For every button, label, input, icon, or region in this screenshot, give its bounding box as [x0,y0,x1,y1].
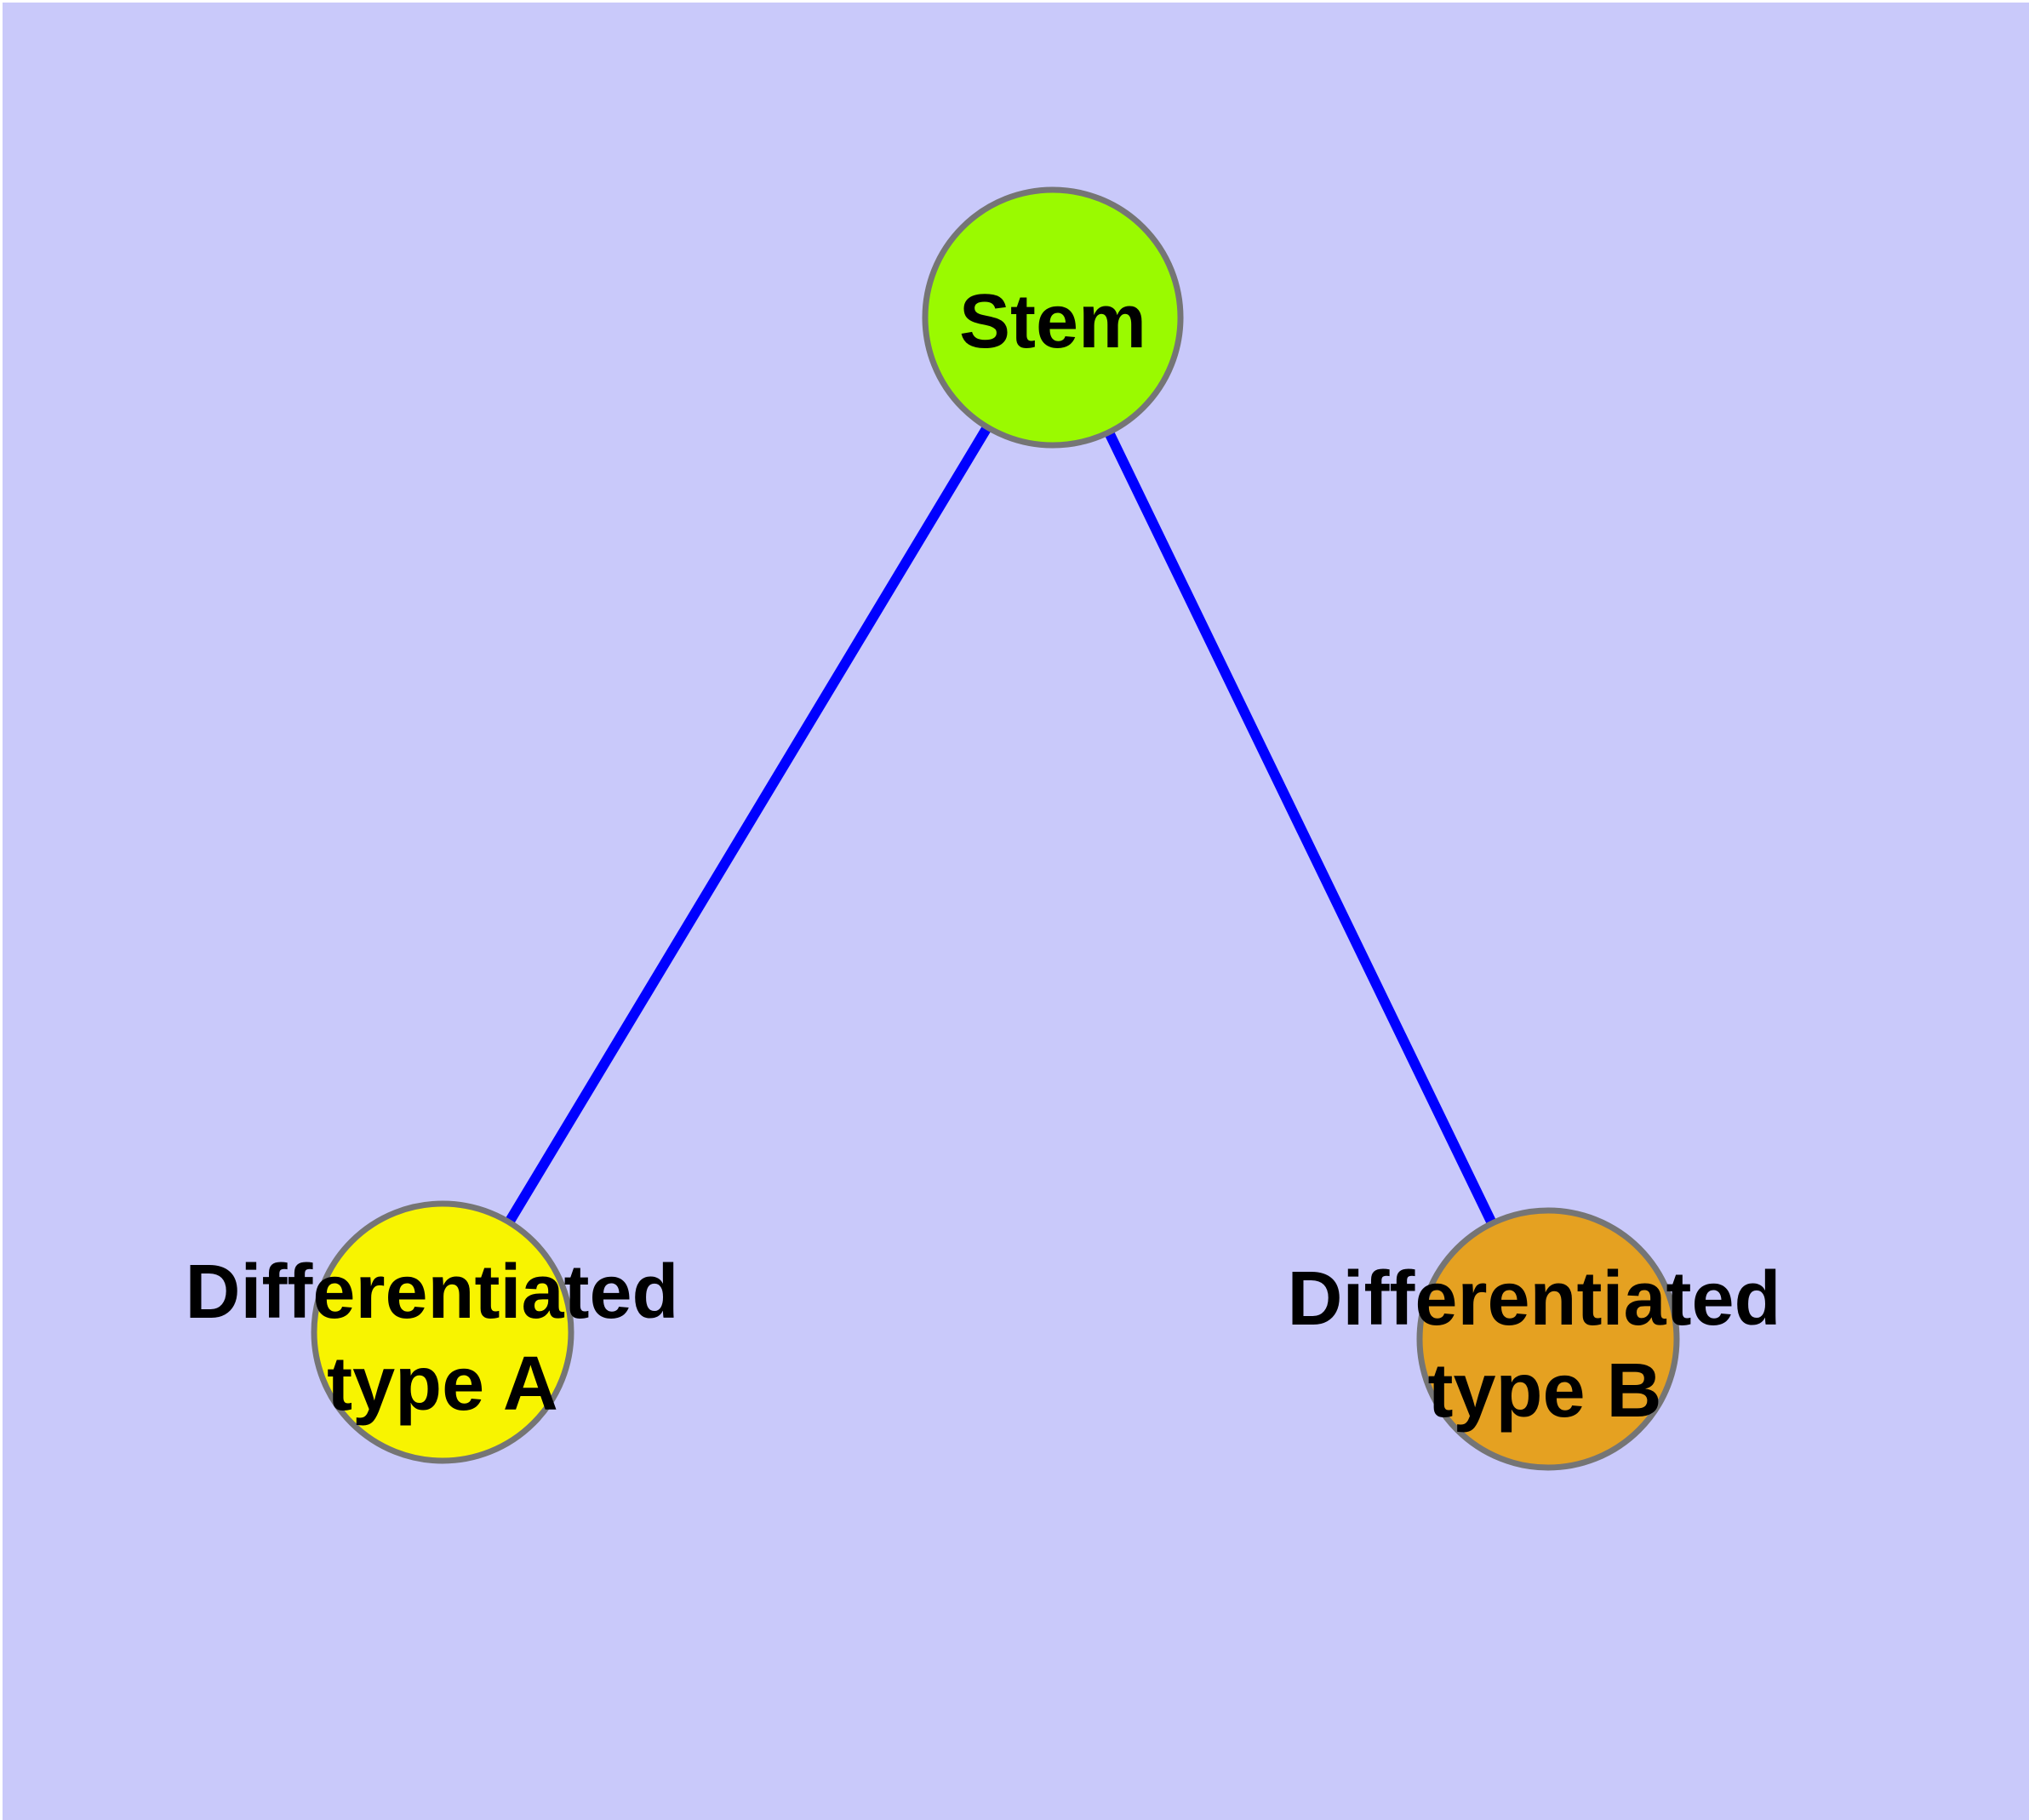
node-type-a [311,1200,574,1464]
node-type-b-label: Differentiated type B [1287,1256,1802,1434]
node-type-b-label-line-2: type B [1427,1348,1661,1434]
node-stem [922,186,1184,449]
node-type-b-label-line-1: Differentiated [1287,1256,1780,1342]
node-type-a-label-line-1: Differentiated [185,1250,678,1335]
node-type-a-label: Differentiated type A [185,1250,700,1427]
node-type-a-label-line-2: type A [327,1342,558,1427]
node-type-b [1416,1207,1680,1471]
edge-stem-to-type-a [504,422,992,1228]
node-stem-label: Stem [959,279,1146,364]
edge-stem-to-type-b [1104,427,1497,1228]
